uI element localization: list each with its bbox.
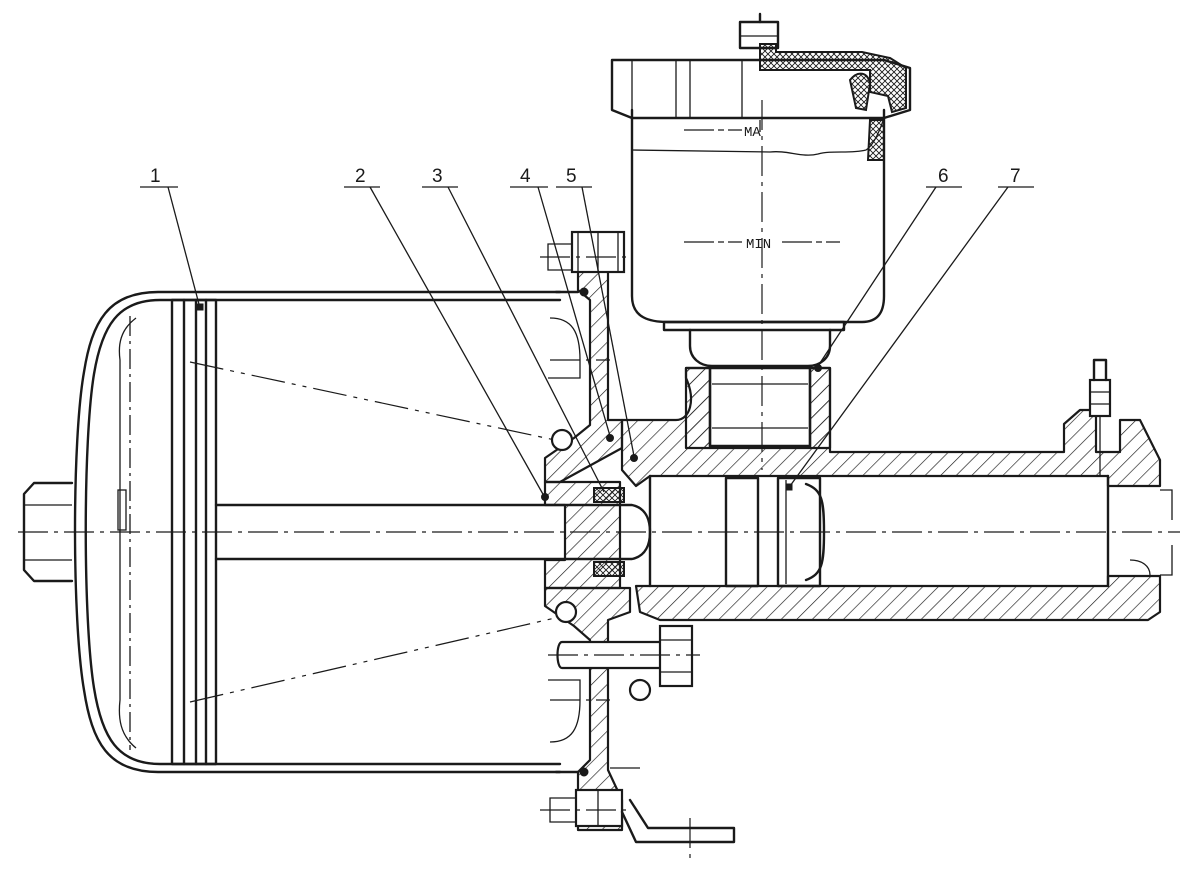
seal-oring-bottom [579,767,589,777]
bleed-screw [1088,358,1112,476]
air-cylinder-shell [73,290,580,774]
body-fastening-bolt [548,624,700,702]
hydraulic-piston [724,476,826,588]
air-inlet-fitting [22,481,74,583]
callout-label-4: 4 [520,166,531,187]
fluid-reservoir [630,100,886,470]
piston-travel-phantom-upper [189,361,556,441]
callout-2: 2 [344,166,545,497]
mounting-bracket [620,798,736,844]
callout-6: 6 [817,166,962,367]
seal-oring-top [579,287,589,297]
callout-5: 5 [556,166,635,457]
piston-travel-phantom-lower [189,617,556,703]
flange-bolt-bottom [540,788,630,828]
callout-label-2: 2 [355,166,366,187]
rod-seal-lower [593,561,625,577]
valve-port-upper [550,428,574,452]
callout-1: 1 [140,166,201,309]
min-level-mark: MIN [684,237,840,253]
valve-port-lower [554,600,578,624]
callout-label-1: 1 [150,166,161,187]
reservoir-cap [610,12,912,161]
callout-7: 7 [789,166,1034,487]
flange-bolt-top [540,230,630,274]
air-piston [117,298,218,766]
hydraulic-cylinder-body [620,366,1173,622]
max-level-label: MA [744,125,761,141]
callout-label-5: 5 [566,166,577,187]
callout-label-7: 7 [1010,166,1021,187]
callout-label-6: 6 [938,166,949,187]
callout-label-3: 3 [432,166,443,187]
reservoir-outlet [684,364,832,450]
rod-seal [593,487,625,503]
front-housing [543,260,632,832]
callout-4: 4 [510,166,611,437]
callout-3: 3 [422,166,605,493]
max-level-mark: MA [684,125,761,141]
min-level-label: MIN [746,237,771,253]
